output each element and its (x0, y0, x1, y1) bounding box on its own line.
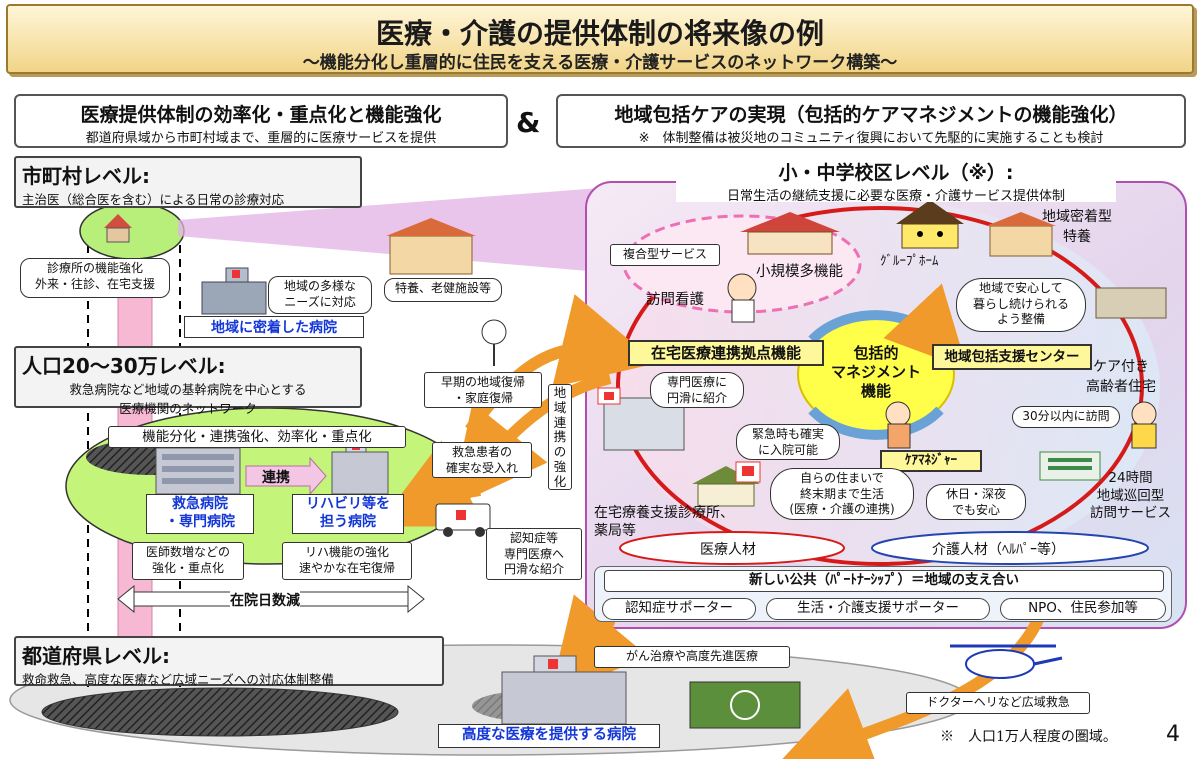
ampersand: & (516, 106, 541, 139)
cancer-callout: がん治療や高度先進医療 (594, 646, 790, 668)
life-supporter-pill: 生活・介護支援サポーター (766, 598, 990, 620)
early-return-callout: 早期の地域復帰 ・家庭復帰 (424, 372, 542, 408)
page-title: 医療・介護の提供体制の将来像の例 (375, 17, 824, 50)
nursing-home-callout: 特養、老健施設等 (384, 278, 502, 302)
page-subtitle: ～機能分化し重層的に住民を支える医療・介護サービスのネットワーク構築～ (302, 53, 898, 73)
support-center-label: 地域包括支援センター (932, 344, 1092, 370)
function-banner: 機能分化・連携強化、効率化・重点化 (108, 426, 406, 448)
school-district-desc: 日常生活の継続支援に必要な医療・介護サービス提供体制 (726, 189, 1065, 204)
emergency-accept-callout: 救急患者の 確実な受入れ (432, 442, 532, 478)
title-banner: 医療・介護の提供体制の将来像の例 ～機能分化し重層的に住民を支える医療・介護サー… (6, 4, 1194, 74)
doctor-heli-callout: ドクターヘリなど広域救急 (906, 692, 1090, 714)
left-header-main: 医療提供体制の効率化・重点化と機能強化 (80, 104, 442, 126)
municipal-level-box: 市町村レベル: 主治医（総合医を含む）による日常の診療対応 (14, 156, 362, 208)
school-district-title: 小・中学校区レベル（※）: (778, 162, 1014, 184)
care-manager-icon (885, 401, 911, 449)
elderly-housing-label: ケア付き 高齢者住宅 (1086, 359, 1156, 395)
municipal-ellipse (79, 202, 185, 260)
group-home-icon (896, 200, 964, 249)
dementia-supporter-pill: 認知症サポーター (602, 598, 756, 620)
group-home-label: ｸﾞﾙｰﾌﾟﾎｰﾑ (880, 254, 939, 269)
helicopter-icon (950, 644, 1063, 679)
visitor-icon (1131, 401, 1157, 449)
emergency-hospital-icon (155, 447, 241, 495)
prefecture-hatch (41, 687, 399, 737)
clinic-callout: 診療所の機能強化 外来・往診、在宅支援 (20, 258, 170, 298)
comprehensive-label: 包括的 マネジメント 機能 (830, 344, 921, 400)
advanced-hospital-icon (501, 655, 627, 725)
new-public-label: 新しい公共（ﾊﾟｰﾄﾅｰｼｯﾌﾟ）＝地域の支え合い (604, 570, 1164, 592)
left-header: 医療提供体制の効率化・重点化と機能強化 都道府県域から市町村域まで、重層的に医療… (14, 94, 508, 148)
municipal-title: 市町村レベル: (22, 164, 150, 188)
end-of-life-callout: 自らの住まいで 終末期まで生活 (医療・介護の連携) (770, 468, 914, 520)
small-multi-label: 小規模多機能 (756, 264, 843, 280)
right-header-sub: ※ 体制整備は被災地のコミュニティ復興において先駆的に実施することも検討 (638, 131, 1104, 146)
advanced-hospital-label: 高度な医療を提供する病院 (438, 724, 660, 748)
school-district-header: 小・中学校区レベル（※）: 日常生活の継続支援に必要な医療・介護サービス提供体制 (676, 158, 1116, 204)
population-desc-1: 救急病院など地域の基幹病院を中心とする (69, 382, 307, 397)
rehab-boost-callout: リハ機能の強化 速やかな在宅復帰 (282, 542, 412, 580)
diverse-needs-callout: 地域の多様な ニーズに対応 (268, 276, 372, 314)
link-arrow (245, 456, 327, 496)
small-multi-house-icon (740, 212, 840, 255)
clinic-icon (104, 214, 132, 243)
elderly-housing-icon (1095, 287, 1167, 319)
page-number: 4 (1166, 722, 1180, 747)
regional-link-callout: 地 域 連 携 の 強 化 (548, 384, 572, 490)
right-header-main: 地域包括ケアの実現（包括的ケアマネジメントの機能強化） (614, 104, 1128, 126)
visiting-service-icon (1039, 451, 1101, 481)
community-hospital-label: 地域に密着した病院 (184, 316, 364, 338)
rehab-hospital-label: リハビリ等を 担う病院 (292, 494, 404, 534)
care-staff-label: 介護人材（ﾍﾙﾊﾟｰ等） (932, 542, 1065, 558)
rehab-hospital-icon (331, 439, 389, 495)
hospital-icon (201, 267, 267, 315)
left-header-sub: 都道府県域から市町村域まで、重層的に医療サービスを提供 (85, 131, 437, 146)
stay-reduction-label: 在院日数減 (230, 590, 300, 610)
dementia-callout: 認知症等 専門医療へ 円滑な紹介 (486, 528, 582, 580)
community-special-icon (986, 212, 1056, 257)
pharmacy-icon (735, 461, 761, 483)
visiting-nurse-label: 訪問看護 (646, 292, 704, 308)
footnote: ※ 人口1万人程度の圏域。 (940, 729, 1117, 745)
live-securely-callout: 地域で安心して 暮らし続けられる よう整備 (956, 278, 1086, 332)
heliport-icon (689, 681, 801, 729)
patient-icon (481, 319, 507, 366)
visiting-service-label: 24時間 地域巡回型 訪問サービス (1090, 470, 1171, 522)
ambulance-icon (435, 503, 491, 537)
municipal-desc: 主治医（総合医を含む）による日常の診療対応 (22, 192, 285, 207)
community-special-label: 地域密着型 特養 (1042, 209, 1112, 245)
population-level-box: 人口20～30万レベル: 救急病院など地域の基幹病院を中心とする 医療機関のネッ… (14, 346, 362, 416)
population-title: 人口20～30万レベル: (22, 354, 226, 378)
visit-30min-callout: 30分以内に訪問 (1012, 406, 1120, 428)
night-holiday-callout: 休日・深夜 でも安心 (926, 484, 1026, 520)
care-manager-label: ｹｱﾏﾈｼﾞｬｰ (880, 450, 982, 472)
complex-service-callout: 複合型サービス (610, 244, 720, 266)
specialist-referral-callout: 専門医療に 円滑に紹介 (650, 372, 744, 408)
home-clinic-label: 在宅療養支援診療所、 薬局等 (594, 505, 734, 540)
npo-pill: NPO、住民参加等 (1000, 598, 1166, 620)
population-desc-2: 医療機関のネットワーク (119, 401, 257, 416)
nurse-icon (727, 273, 757, 323)
right-header: 地域包括ケアの実現（包括的ケアマネジメントの機能強化） ※ 体制整備は被災地のコ… (556, 94, 1186, 148)
emergency-admit-callout: 緊急時も確実 に入院可能 (736, 424, 840, 460)
prefecture-desc: 救命救急、高度な医療など広域ニーズへの対応体制整備 (22, 672, 334, 687)
medical-staff-label: 医療人材 (700, 542, 756, 558)
link-label: 連携 (262, 470, 290, 486)
prefecture-title: 都道府県レベル: (22, 644, 170, 668)
doctor-boost-callout: 医師数増などの 強化・重点化 (132, 542, 244, 580)
emergency-hospital-label: 救急病院 ・専門病院 (146, 494, 254, 534)
nursing-home-icon (386, 218, 476, 275)
prefecture-level-box: 都道府県レベル: 救命救急、高度な医療など広域ニーズへの対応体制整備 (14, 636, 444, 687)
home-care-hub-label: 在宅医療連携拠点機能 (628, 340, 824, 366)
